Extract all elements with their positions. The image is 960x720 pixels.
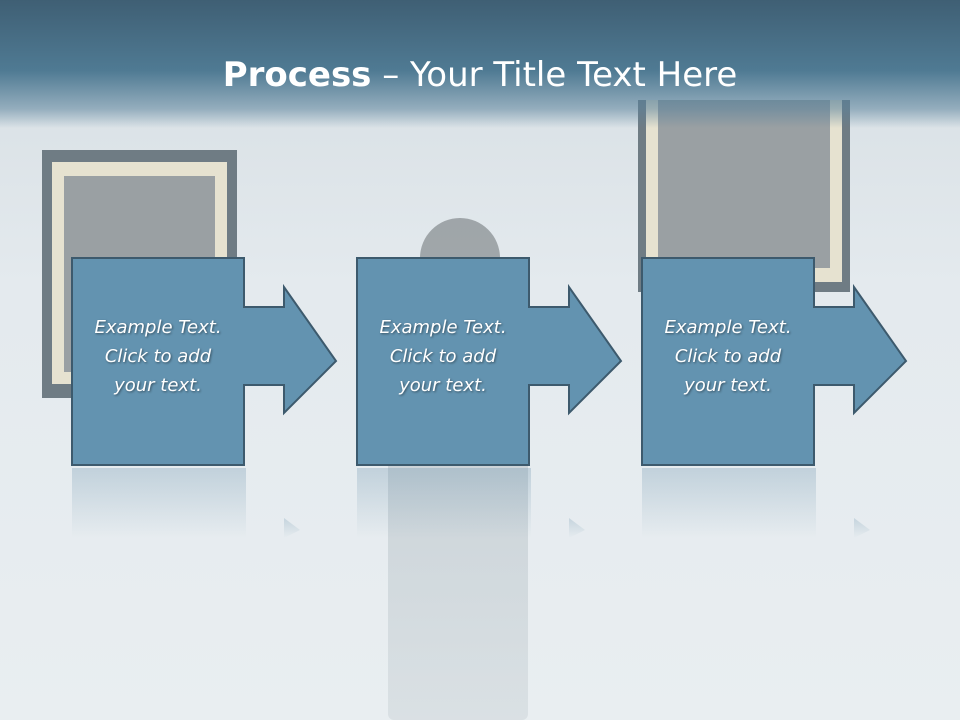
- title-bold: Process: [222, 55, 372, 95]
- step-arrow-shape: [356, 257, 623, 466]
- step-reflection: [72, 468, 246, 538]
- slide-title[interactable]: Process – Your Title Text Here: [0, 52, 960, 98]
- step-reflection: [642, 468, 816, 538]
- title-bar: [0, 0, 960, 128]
- step-arrow-shape: [641, 257, 908, 466]
- step-arrow-shape: [71, 257, 338, 466]
- step-reflection: [357, 468, 531, 538]
- title-rest: – Your Title Text Here: [371, 55, 738, 95]
